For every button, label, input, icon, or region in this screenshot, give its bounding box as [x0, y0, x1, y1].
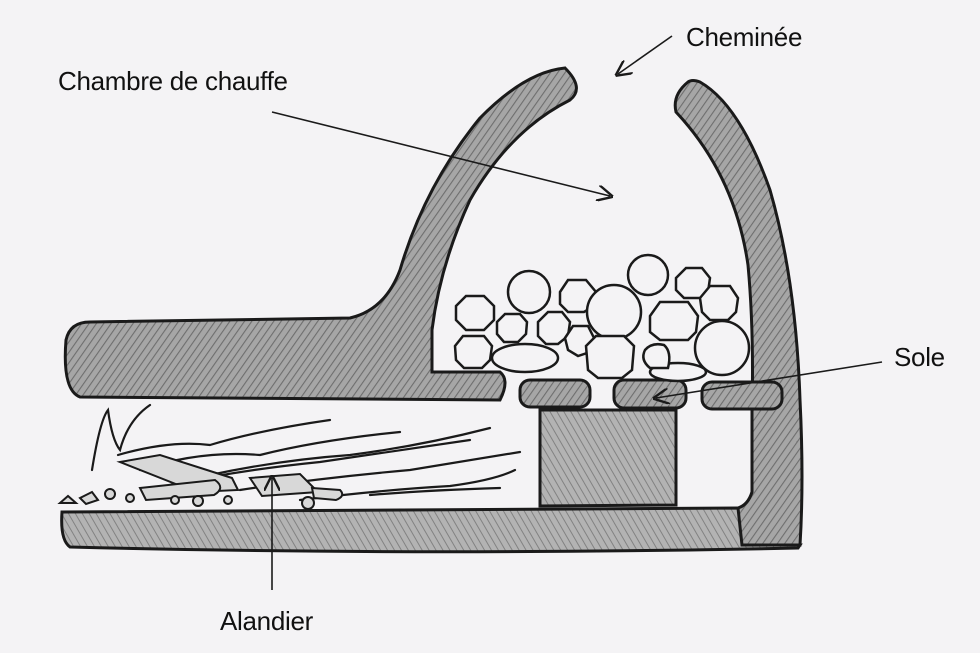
heating-chamber-arrow	[271, 111, 610, 196]
sole-segment	[700, 380, 784, 411]
kiln-left-wall	[63, 66, 578, 402]
pot	[584, 334, 636, 380]
sole-segment	[612, 378, 688, 410]
chimney-arrow	[618, 35, 673, 74]
sole-segment	[518, 378, 592, 409]
pot	[454, 294, 496, 332]
support-pillar	[538, 408, 678, 508]
pot	[490, 342, 560, 374]
pot	[693, 319, 751, 377]
pot	[626, 253, 670, 297]
hearth-floor-label: Sole	[894, 342, 945, 372]
pot	[495, 312, 529, 344]
pitcher	[642, 342, 671, 370]
pottery-load	[453, 253, 751, 383]
pot	[585, 283, 643, 341]
pot	[506, 269, 552, 315]
sole-arrow	[656, 361, 883, 398]
pot	[698, 284, 740, 322]
firebox-label: Alandier	[220, 606, 313, 636]
firewood	[57, 453, 344, 510]
chimney-label: Cheminée	[686, 22, 803, 52]
heating-chamber-label: Chambre de chauffe	[58, 66, 288, 96]
pot	[648, 300, 700, 342]
pot	[453, 334, 494, 370]
kiln-base	[60, 506, 803, 554]
